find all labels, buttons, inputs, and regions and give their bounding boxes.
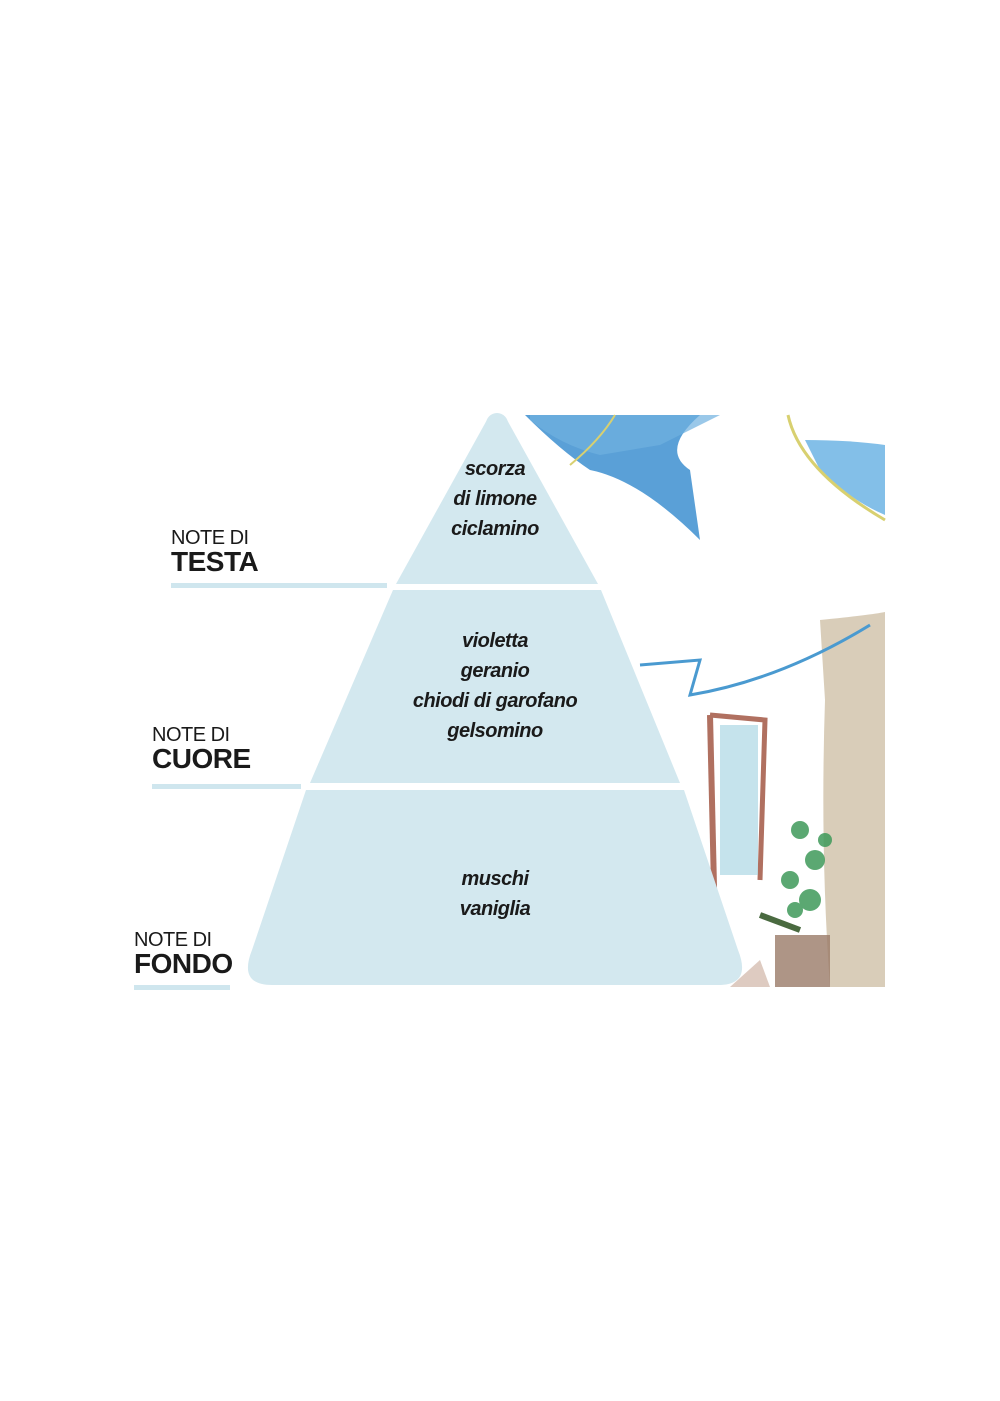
label-fondo: NOTE DI FONDO [134, 930, 233, 978]
note-item: di limone [453, 488, 537, 510]
watercolor-illustration [525, 414, 886, 987]
notes-fondo: muschi vaniglia [395, 864, 595, 924]
label-prefix: NOTE DI [171, 527, 249, 549]
notes-testa: scorza di limone ciclamino [395, 454, 595, 544]
note-item: chiodi di garofano [412, 690, 578, 712]
note-item: ciclamino [451, 518, 539, 540]
label-prefix: NOTE DI [134, 929, 212, 951]
label-prefix: NOTE DI [152, 724, 230, 746]
note-item: muschi [461, 868, 529, 890]
note-item: gelsomino [447, 720, 543, 742]
pyramid-tier-bottom [247, 790, 743, 985]
underline-fondo [134, 985, 230, 990]
note-item: violetta [461, 630, 529, 652]
underline-testa [171, 583, 387, 588]
underline-cuore [152, 784, 301, 789]
pyramid-tier-top [396, 418, 598, 584]
label-name: TESTA [171, 546, 259, 577]
label-name: CUORE [152, 743, 251, 774]
note-item: geranio [460, 660, 530, 682]
label-testa: NOTE DI TESTA [171, 527, 259, 577]
pyramid-tier-middle [310, 590, 680, 783]
label-name: FONDO [134, 948, 233, 979]
note-item: vaniglia [459, 898, 531, 920]
notes-cuore: violetta geranio chiodi di garofano gels… [345, 626, 645, 746]
note-item: scorza [464, 458, 526, 480]
label-cuore: NOTE DI CUORE [152, 725, 251, 773]
